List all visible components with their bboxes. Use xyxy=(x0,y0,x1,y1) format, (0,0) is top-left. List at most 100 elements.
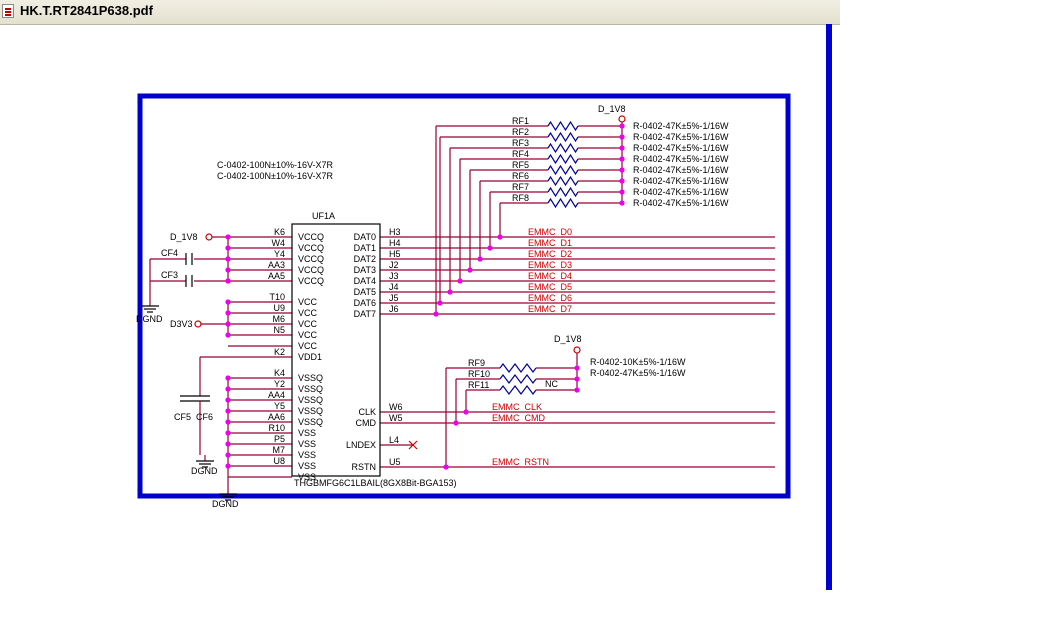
resistor-value: R-0402-47K±5%-1/16W xyxy=(633,132,729,142)
chip-body xyxy=(291,223,381,477)
net-label: EMMC_D7 xyxy=(528,304,572,314)
pin-ball: W6 xyxy=(389,402,403,412)
net-label: EMMC_D0 xyxy=(528,227,572,237)
resistor-value: R-0402-10K±5%-1/16W xyxy=(590,357,686,367)
resistor-value: R-0402-47K±5%-1/16W xyxy=(633,121,729,131)
junction-dot xyxy=(225,419,231,425)
pin-name: DAT7 xyxy=(354,309,376,319)
pin-ball: K6 xyxy=(274,227,285,237)
pin-ball: U5 xyxy=(389,457,401,467)
labels-layer: UF1ATHGBMFG6C1LBAIL(8GX8Bit-BGA153)C-040… xyxy=(136,104,729,509)
resistor-icon xyxy=(547,164,579,176)
pin-ball: M6 xyxy=(272,314,285,324)
resistor-ref: RF5 xyxy=(512,160,529,170)
pin-ball: H5 xyxy=(389,249,401,259)
junction-dot xyxy=(225,256,231,262)
power-label: D_1V8 xyxy=(598,104,626,114)
resistor-ref: RF3 xyxy=(512,138,529,148)
window-title: HK.T.RT2841P638.pdf xyxy=(20,3,153,18)
resistor-ref: RF7 xyxy=(512,182,529,192)
capacitor-ref: CF4 xyxy=(161,248,178,258)
resistor-icon xyxy=(547,175,579,187)
cap-note: C-0402-100N±10%-16V-X7R xyxy=(217,160,334,170)
pin-name: VSS xyxy=(298,472,316,482)
capacitor-ref: CF3 xyxy=(161,270,178,280)
pin-ball: K2 xyxy=(274,347,285,357)
pin-ball: W5 xyxy=(389,413,403,423)
pin-name: DAT2 xyxy=(354,254,376,264)
pin-name: VSSQ xyxy=(298,384,323,394)
net-label: EMMC_CLK xyxy=(492,402,542,412)
net-label: EMMC_D3 xyxy=(528,260,572,270)
pin-ball: J3 xyxy=(389,271,399,281)
net-label: EMMC_CMD xyxy=(492,413,545,423)
junction-dot xyxy=(225,245,231,251)
resistor-ref: RF4 xyxy=(512,149,529,159)
resistor-ref: RF8 xyxy=(512,193,529,203)
resistor-icon xyxy=(499,374,537,384)
power-port-icon xyxy=(205,233,213,241)
junction-dot xyxy=(225,321,231,327)
junction-dot xyxy=(619,123,625,129)
power-port-icon xyxy=(194,320,202,328)
junction-dot xyxy=(619,189,625,195)
net-label: EMMC_D4 xyxy=(528,271,572,281)
capacitor-ref: CF5 xyxy=(174,412,191,422)
resistor-icon xyxy=(547,197,579,209)
pin-name: DAT3 xyxy=(354,265,376,275)
pdf-file-icon xyxy=(2,4,14,18)
pin-ball: U9 xyxy=(273,303,285,313)
resistor-value: R-0402-47K±5%-1/16W xyxy=(633,176,729,186)
pin-name: CMD xyxy=(356,418,377,428)
pin-name: VCCQ xyxy=(298,254,324,264)
resistor-ref: RF10 xyxy=(468,369,490,379)
net-label: EMMC_D6 xyxy=(528,293,572,303)
junction-dot xyxy=(225,310,231,316)
pin-ball: AA6 xyxy=(268,412,285,422)
net-label: EMMC_D1 xyxy=(528,238,572,248)
pin-name: DAT5 xyxy=(354,287,376,297)
junction-dot xyxy=(225,267,231,273)
pin-ball: N5 xyxy=(273,325,285,335)
pin-name: VSSQ xyxy=(298,395,323,405)
junction-dot xyxy=(433,311,439,317)
resistor-icon xyxy=(547,186,579,198)
pin-ball: H3 xyxy=(389,227,401,237)
junction-dot xyxy=(225,397,231,403)
junction-dot xyxy=(619,200,625,206)
pin-ball: J4 xyxy=(389,282,399,292)
resistor-value: R-0402-47K±5%-1/16W xyxy=(590,368,686,378)
junction-dot xyxy=(574,365,580,371)
no-connect-icon xyxy=(408,440,418,450)
resistor-value: R-0402-47K±5%-1/16W xyxy=(633,154,729,164)
junction-dot xyxy=(477,256,483,262)
junction-dot xyxy=(467,267,473,273)
pin-name: VSSQ xyxy=(298,406,323,416)
net-label: EMMC_D5 xyxy=(528,282,572,292)
title-bar: HK.T.RT2841P638.pdf xyxy=(0,0,840,25)
resistor-ref: RF6 xyxy=(512,171,529,181)
pin-name: DAT4 xyxy=(354,276,376,286)
pin-name: VSSQ xyxy=(298,417,323,427)
junction-dot xyxy=(574,387,580,393)
junction-dot xyxy=(225,234,231,240)
pin-name: VCC xyxy=(298,319,318,329)
junction-dot xyxy=(225,278,231,284)
pin-name: DAT0 xyxy=(354,232,376,242)
power-label: D3V3 xyxy=(170,319,193,329)
junction-dot xyxy=(225,441,231,447)
pin-ball: W4 xyxy=(272,238,286,248)
junction-dot xyxy=(225,463,231,469)
pin-ball: J2 xyxy=(389,260,399,270)
pin-name: LNDEX xyxy=(346,440,376,450)
junction-dot xyxy=(225,386,231,392)
pin-name: VCC xyxy=(298,308,318,318)
junction-dot xyxy=(619,178,625,184)
junction-dot xyxy=(619,134,625,140)
junction-dot xyxy=(225,408,231,414)
pin-name: DAT1 xyxy=(354,243,376,253)
capacitor-ref: CF6 xyxy=(196,412,213,422)
pin-ball: H4 xyxy=(389,238,401,248)
junction-dot xyxy=(619,156,625,162)
